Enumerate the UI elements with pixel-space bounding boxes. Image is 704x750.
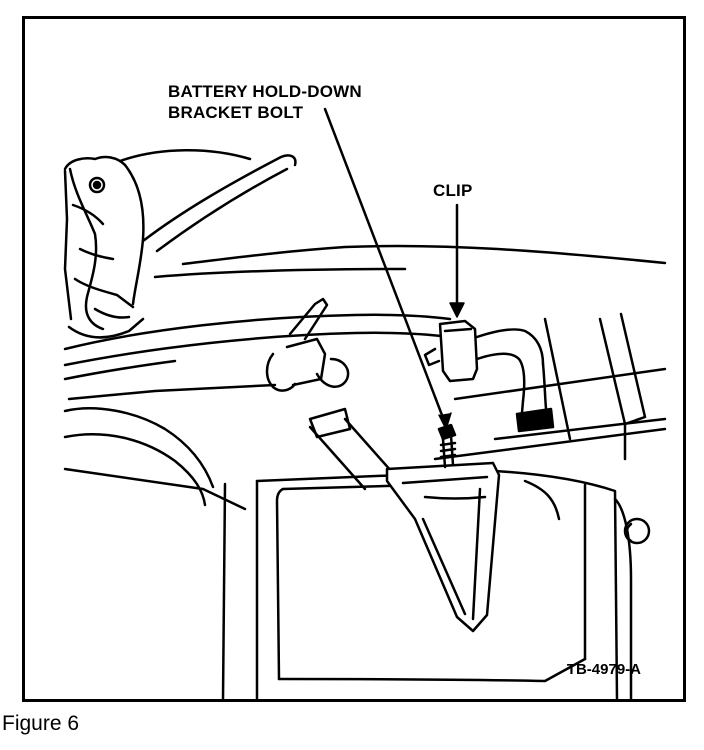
figure-caption: Figure 6 xyxy=(2,712,80,735)
bolt-callout-label: BATTERY HOLD-DOWN BRACKET BOLT xyxy=(168,81,362,123)
fender-hinge-structure xyxy=(63,155,145,339)
wheel-well-arcs xyxy=(63,407,247,511)
clip-callout-label: CLIP xyxy=(433,181,473,200)
side-connector xyxy=(623,517,651,545)
figure-id-code: TB-4979-A xyxy=(566,661,641,678)
clip-assembly xyxy=(423,319,555,433)
callout-leaders xyxy=(323,107,465,430)
hose-rail xyxy=(63,313,452,401)
right-bracket-panels xyxy=(433,312,667,461)
bracket-bolt xyxy=(437,423,457,469)
hold-down-strap xyxy=(265,297,402,491)
bolt-callout-line1: BATTERY HOLD-DOWN xyxy=(168,82,362,101)
battery-bracket-illustration xyxy=(63,107,667,699)
cowl-contour xyxy=(118,149,667,279)
bolt-callout-line2: BRACKET BOLT xyxy=(168,103,304,122)
figure-frame: BATTERY HOLD-DOWN BRACKET BOLT CLIP TB-4… xyxy=(22,16,686,702)
hold-down-bracket xyxy=(385,461,501,633)
